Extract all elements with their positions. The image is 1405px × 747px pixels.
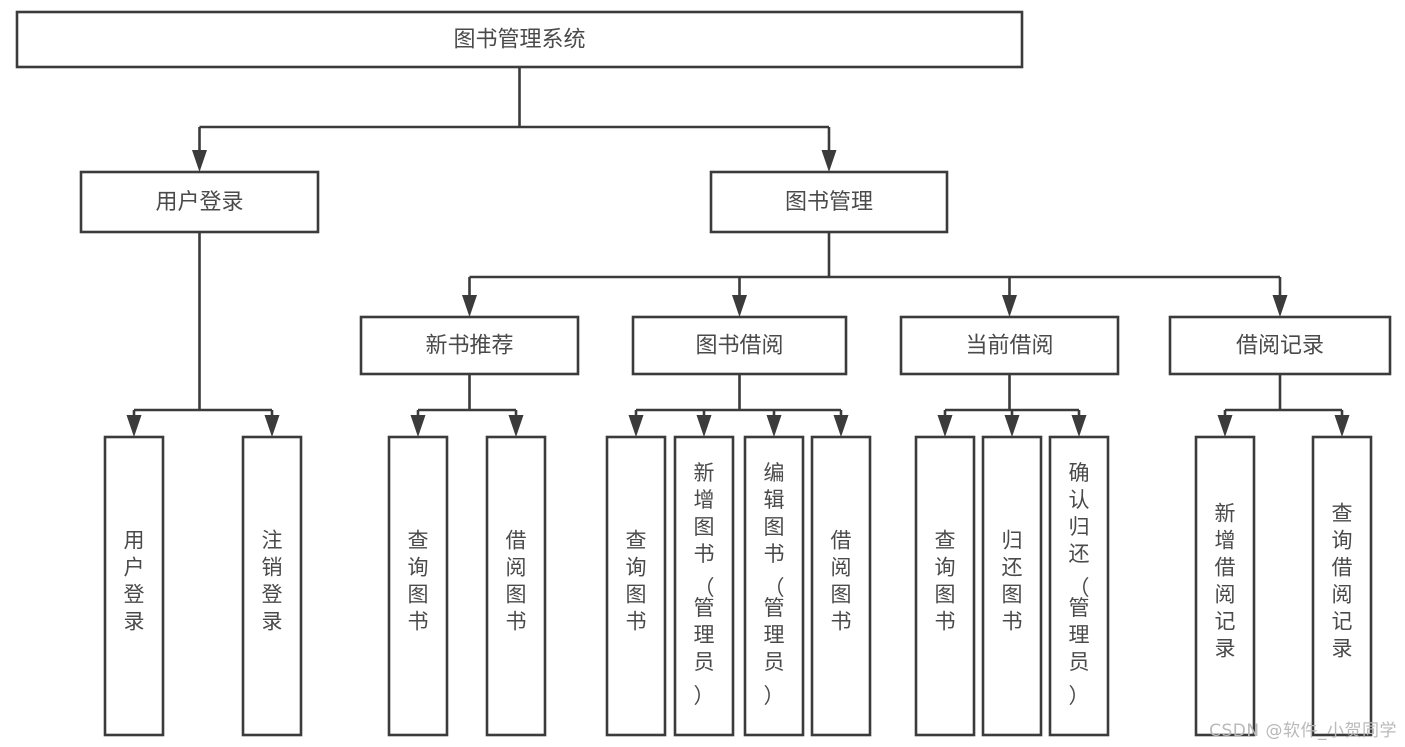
undefined[interactable] [631,315,848,376]
arrow-head-icon-leaf-query-record [1334,415,1350,437]
node-leaf-confirm-return-label: 确认归还（管理员） [1069,461,1090,708]
undefined[interactable] [899,315,1120,376]
node-current-borrow-label: 当前借阅 [965,334,1053,359]
undefined[interactable] [103,435,165,737]
node-layer: 图书管理系统用户登录图书管理新书推荐图书借阅当前借阅借阅记录用户登录注销登录查询… [15,10,1392,737]
node-new-book-recommend-label: 新书推荐 [425,334,513,359]
undefined[interactable] [359,315,580,376]
arrow-head-icon-leaf-return-book [1004,415,1020,437]
arrow-head-icon-new-book-recommend [462,295,477,317]
arrow-head-icon-book-borrow [732,295,747,317]
node-book-borrow-label: 图书借阅 [695,334,783,359]
undefined[interactable] [1168,315,1392,376]
undefined[interactable] [241,435,303,737]
node-leaf-edit-book-label: 编辑图书（管理员） [764,461,785,708]
undefined[interactable] [1311,435,1373,737]
node-leaf-query-book-3-label: 查询图书 [935,529,956,634]
node-book-manage-label: 图书管理 [785,190,873,215]
node-root-label: 图书管理系统 [453,28,585,53]
arrow-head-icon-leaf-add-book [696,415,712,437]
node-leaf-query-book-1-label: 查询图书 [408,529,429,634]
arrow-head-icon-current-borrow [1002,295,1017,317]
node-borrow-record-label: 借阅记录 [1236,334,1324,359]
arrow-head-icon-leaf-query-book-2 [628,415,644,437]
node-leaf-borrow-book-1-label: 借阅图书 [506,529,527,634]
watermark-label: CSDN @软件_小贺同学 [1209,721,1397,741]
connector-layer [126,67,1350,437]
node-leaf-borrow-book-2-label: 借阅图书 [831,529,852,634]
arrow-head-icon-borrow-record [1272,295,1288,317]
arrow-head-icon-leaf-edit-book [766,415,782,437]
node-leaf-return-book-label: 归还图书 [1002,529,1023,634]
undefined[interactable] [709,170,949,234]
node-leaf-user-login-label: 用户登录 [124,529,145,634]
undefined[interactable] [981,435,1043,737]
arrow-head-icon-leaf-add-record [1217,415,1233,437]
node-leaf-add-record-label: 新增借阅记录 [1215,502,1236,661]
arrow-head-icon-leaf-logout [264,415,280,437]
arrow-head-icon-book-manage [821,150,837,172]
arrow-head-icon-leaf-confirm-return [1071,415,1087,437]
undefined[interactable] [1194,435,1256,737]
arrow-head-icon-leaf-user-login [126,415,142,437]
undefined[interactable] [15,10,1024,69]
undefined[interactable] [743,435,805,737]
undefined[interactable] [485,435,547,737]
arrow-head-icon-leaf-borrow-book-2 [833,415,849,437]
arrow-head-icon-user-login [192,150,207,172]
undefined[interactable] [1048,435,1110,737]
node-leaf-logout-label: 注销登录 [262,529,283,634]
arrow-head-icon-leaf-borrow-book-1 [508,415,524,437]
undefined[interactable] [914,435,976,737]
node-leaf-add-book-label: 新增图书（管理员） [694,461,715,708]
undefined[interactable] [673,435,735,737]
undefined[interactable] [387,435,449,737]
node-leaf-query-book-2-label: 查询图书 [626,529,647,634]
arrow-head-icon-leaf-query-book-3 [937,415,953,437]
arrow-head-icon-leaf-query-book-1 [410,415,426,437]
undefined[interactable] [810,435,872,737]
undefined[interactable] [79,170,320,234]
undefined[interactable] [605,435,667,737]
node-leaf-query-record-label: 查询借阅记录 [1332,502,1353,661]
node-user-login-label: 用户登录 [155,190,243,215]
